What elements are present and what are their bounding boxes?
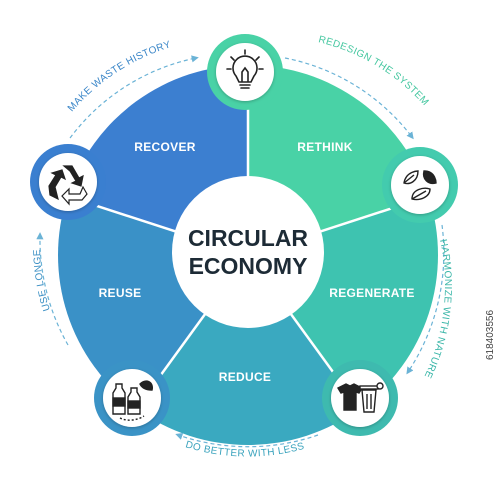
badge-top: [207, 34, 283, 110]
badge-bottom-right: [322, 360, 398, 436]
leaves-icon: [403, 170, 437, 201]
cycle-arrow-right-bottom: [406, 224, 445, 375]
segment-reduce: REDUCE: [136, 255, 360, 446]
cycle-arrows: [36, 55, 445, 448]
cycle-arrow-left-top: [69, 55, 199, 139]
segment-label-regenerate: REGENERATE: [329, 286, 414, 300]
cycle-arrow-top-right: [284, 57, 414, 140]
recycle-icon: [48, 165, 88, 206]
center-title-line1: CIRCULAR: [188, 225, 308, 251]
trash-clothes-icon: [337, 382, 384, 413]
segment-label-reduce: REDUCE: [219, 370, 271, 384]
segment-label-recover: RECOVER: [134, 140, 195, 154]
center-hub: CIRCULAR ECONOMY: [172, 176, 324, 328]
bottles-icon: [112, 380, 154, 421]
cycle-arrow-left-bottom: [36, 232, 69, 346]
badge-left: [30, 144, 106, 220]
cycle-arrow-bottom: [175, 433, 319, 448]
stock-id: 618403556: [485, 310, 496, 360]
segment-label-rethink: RETHINK: [297, 140, 352, 154]
lightbulb-icon: [226, 49, 264, 89]
segment-label-reuse: REUSE: [99, 286, 142, 300]
badge-right: [382, 147, 458, 223]
center-title-line2: ECONOMY: [189, 253, 308, 279]
badge-bottom-left: [94, 360, 170, 436]
